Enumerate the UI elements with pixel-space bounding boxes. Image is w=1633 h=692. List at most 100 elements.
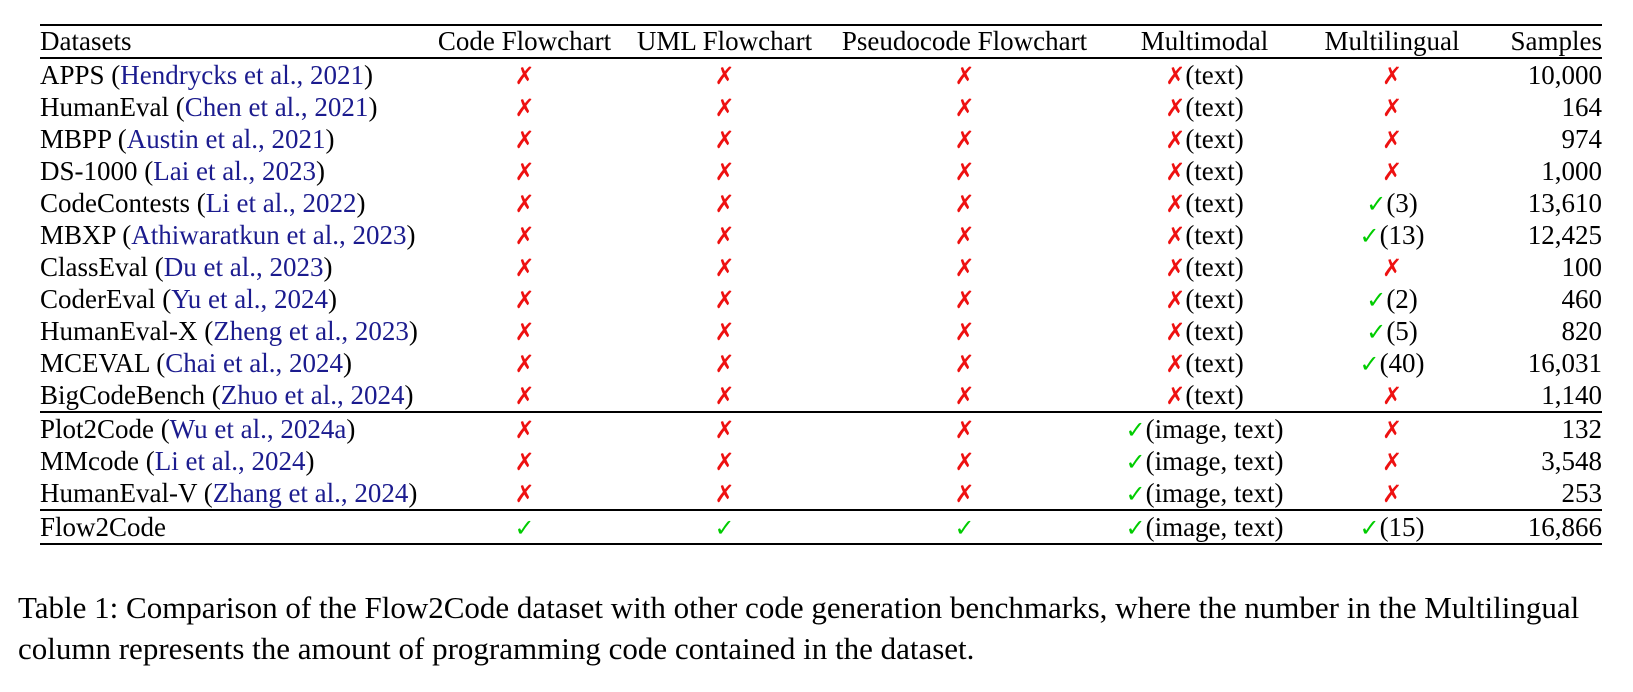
cross-icon: ✗ (954, 61, 975, 90)
cross-icon: ✗ (954, 93, 975, 122)
cross-icon: ✗ (514, 93, 535, 122)
dataset-name: ClassEval (40, 251, 148, 282)
code-flowchart-cell: ✗ (432, 187, 617, 219)
check-icon: ✓ (1125, 513, 1146, 542)
mark-note: (image, text) (1145, 511, 1284, 542)
citation-link[interactable]: Zhuo et al., 2024 (220, 379, 405, 410)
cross-icon: ✗ (514, 61, 535, 90)
cross-icon: ✗ (1381, 125, 1403, 154)
table-row: HumanEval-X (Zheng et al., 2023)✗✗✗✗(tex… (40, 315, 1602, 347)
cross-icon: ✗ (1165, 381, 1186, 410)
cross-icon: ✗ (954, 157, 975, 186)
multilingual-cell: ✓(13) (1312, 219, 1472, 251)
dataset-cell: MBXP (Athiwaratkun et al., 2023) (40, 219, 416, 250)
table-row: MBPP (Austin et al., 2021)✗✗✗✗(text)✗974 (40, 123, 1602, 155)
code-flowchart-cell: ✗ (432, 251, 617, 283)
code-flowchart-cell: ✗ (432, 283, 617, 315)
uml-flowchart-cell: ✓ (617, 510, 832, 544)
citation-link[interactable]: Lai et al., 2023 (153, 155, 316, 186)
multilingual-cell: ✗ (1312, 91, 1472, 123)
code-flowchart-cell: ✗ (432, 58, 617, 91)
cross-icon: ✗ (714, 125, 735, 154)
check-icon: ✓ (1125, 447, 1146, 476)
check-icon: ✓ (1359, 221, 1380, 250)
multilingual-cell: ✓(40) (1312, 347, 1472, 379)
cross-icon: ✗ (714, 349, 735, 378)
check-icon: ✓ (1366, 285, 1387, 314)
citation-link[interactable]: Wu et al., 2024a (169, 413, 347, 444)
multilingual-cell: ✓(3) (1312, 187, 1472, 219)
multilingual-cell: ✗ (1312, 251, 1472, 283)
cross-icon: ✗ (714, 447, 735, 476)
dataset-name: MBXP (40, 219, 116, 250)
pseudocode-flowchart-cell: ✗ (832, 445, 1097, 477)
citation-link[interactable]: Du et al., 2023 (163, 251, 324, 282)
citation-link[interactable]: Li et al., 2022 (205, 187, 357, 218)
samples-cell: 3,548 (1541, 445, 1602, 476)
dataset-cell: Flow2Code (40, 510, 432, 544)
citation-link[interactable]: Athiwaratkun et al., 2023 (131, 219, 407, 250)
citation-link[interactable]: Yu et al., 2024 (171, 283, 328, 314)
cross-icon: ✗ (954, 415, 975, 444)
mark-note: (image, text) (1145, 413, 1284, 444)
cross-icon: ✗ (514, 415, 535, 444)
cross-icon: ✗ (514, 125, 535, 154)
dataset-cell: CodeContests (Li et al., 2022) (40, 187, 366, 218)
uml-flowchart-cell: ✗ (617, 445, 832, 477)
table-row: Plot2Code (Wu et al., 2024a)✗✗✗✓(image, … (40, 412, 1602, 445)
multimodal-cell: ✗(text) (1097, 155, 1312, 187)
multimodal-cell: ✗(text) (1097, 91, 1312, 123)
citation-link[interactable]: Austin et al., 2021 (126, 123, 326, 154)
pseudocode-flowchart-cell: ✗ (832, 477, 1097, 511)
citation-link[interactable]: Zhang et al., 2024 (212, 477, 409, 508)
samples-cell: 253 (1472, 477, 1602, 511)
mark-note: (40) (1379, 347, 1425, 378)
uml-flowchart-cell: ✗ (617, 187, 832, 219)
column-header-pseudocode-flowchart: Pseudocode Flowchart (832, 25, 1097, 59)
cross-icon: ✗ (1381, 381, 1403, 410)
table-row: Flow2Code✓✓✓✓(image, text)✓(15)16,866 (40, 510, 1602, 544)
citation-link[interactable]: Li et al., 2024 (154, 445, 306, 476)
dataset-name: BigCodeBench (40, 379, 205, 410)
cross-icon: ✗ (714, 317, 735, 346)
cross-icon: ✗ (1165, 189, 1186, 218)
uml-flowchart-cell: ✗ (617, 315, 832, 347)
pseudocode-flowchart-cell: ✗ (832, 91, 1097, 123)
dataset-cell: CoderEval (Yu et al., 2024) (40, 283, 337, 314)
multimodal-cell: ✓(image, text) (1097, 412, 1312, 445)
cross-icon: ✗ (954, 381, 975, 410)
multimodal-cell: ✗(text) (1097, 251, 1312, 283)
citation-link[interactable]: Hendrycks et al., 2021 (120, 59, 364, 90)
cross-icon: ✗ (1381, 415, 1403, 444)
code-flowchart-cell: ✗ (432, 477, 617, 511)
samples-cell: 460 (1561, 283, 1603, 314)
code-flowchart-cell: ✗ (432, 91, 617, 123)
cross-icon: ✗ (1381, 157, 1403, 186)
multimodal-cell: ✗(text) (1097, 219, 1312, 251)
citation-link[interactable]: Chen et al., 2021 (184, 91, 369, 122)
code-flowchart-cell: ✓ (432, 510, 617, 544)
table-row: DS-1000 (Lai et al., 2023)✗✗✗✗(text)✗1,0… (40, 155, 1602, 187)
cross-icon: ✗ (954, 317, 975, 346)
uml-flowchart-cell: ✗ (617, 412, 832, 445)
check-icon: ✓ (1366, 317, 1387, 346)
citation-link[interactable]: Chai et al., 2024 (165, 347, 343, 378)
cross-icon: ✗ (714, 253, 735, 282)
column-header-samples: Samples (1472, 25, 1602, 59)
mark-note: (text) (1185, 155, 1244, 186)
code-flowchart-cell: ✗ (432, 445, 617, 477)
check-icon: ✓ (1125, 415, 1146, 444)
multimodal-cell: ✓(image, text) (1097, 477, 1312, 511)
cross-icon: ✗ (714, 221, 735, 250)
citation-link[interactable]: Zheng et al., 2023 (213, 315, 409, 346)
check-icon: ✓ (1359, 349, 1380, 378)
mark-note: (text) (1185, 219, 1244, 250)
table-row: APPS (Hendrycks et al., 2021)✗✗✗✗(text)✗… (40, 58, 1602, 91)
code-flowchart-cell: ✗ (432, 347, 617, 379)
samples-cell: 1,140 (1472, 379, 1602, 413)
dataset-cell: HumanEval (Chen et al., 2021) (40, 91, 378, 122)
column-header-uml-flowchart: UML Flowchart (617, 25, 832, 59)
check-icon: ✓ (514, 513, 535, 542)
cross-icon: ✗ (1381, 61, 1403, 90)
